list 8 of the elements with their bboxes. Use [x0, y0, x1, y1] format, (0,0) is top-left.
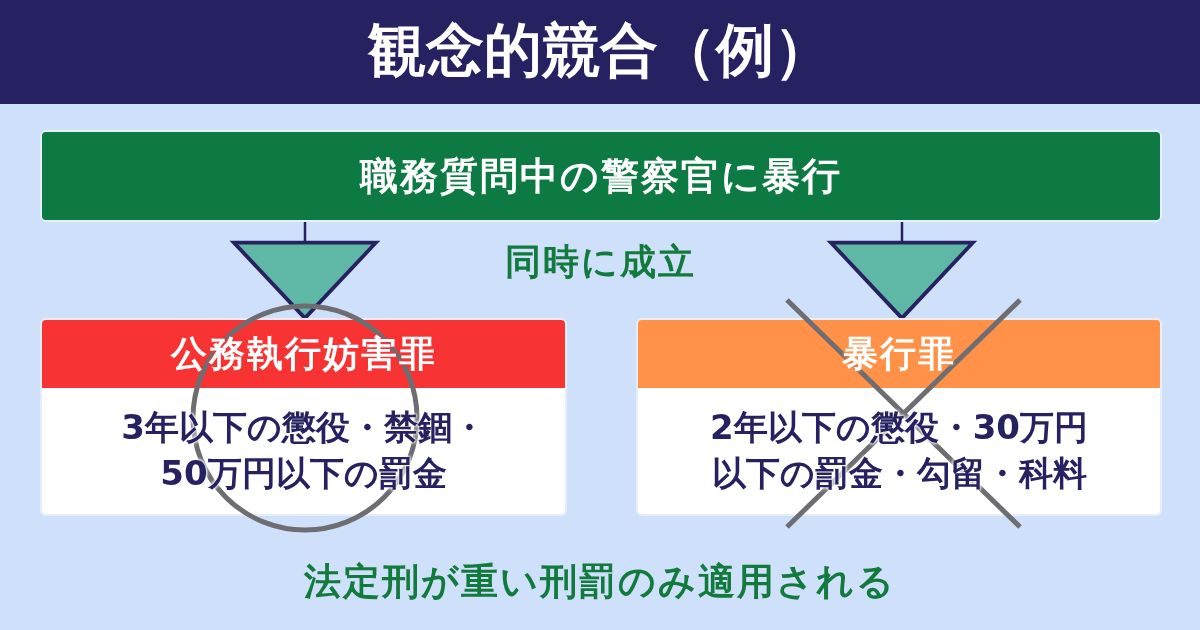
relation-label: 同時に成立: [504, 240, 696, 284]
action-text: 職務質問中の警察官に暴行: [360, 152, 842, 200]
action-box: [40, 130, 1162, 222]
conclusion-note: 法定刑が重い刑罰のみ適用される: [304, 560, 896, 605]
offense-name: 暴行罪: [842, 331, 956, 376]
offense-card: [40, 318, 567, 516]
offense-card: [636, 318, 1162, 516]
title: 観念的競合（例）: [368, 15, 832, 86]
